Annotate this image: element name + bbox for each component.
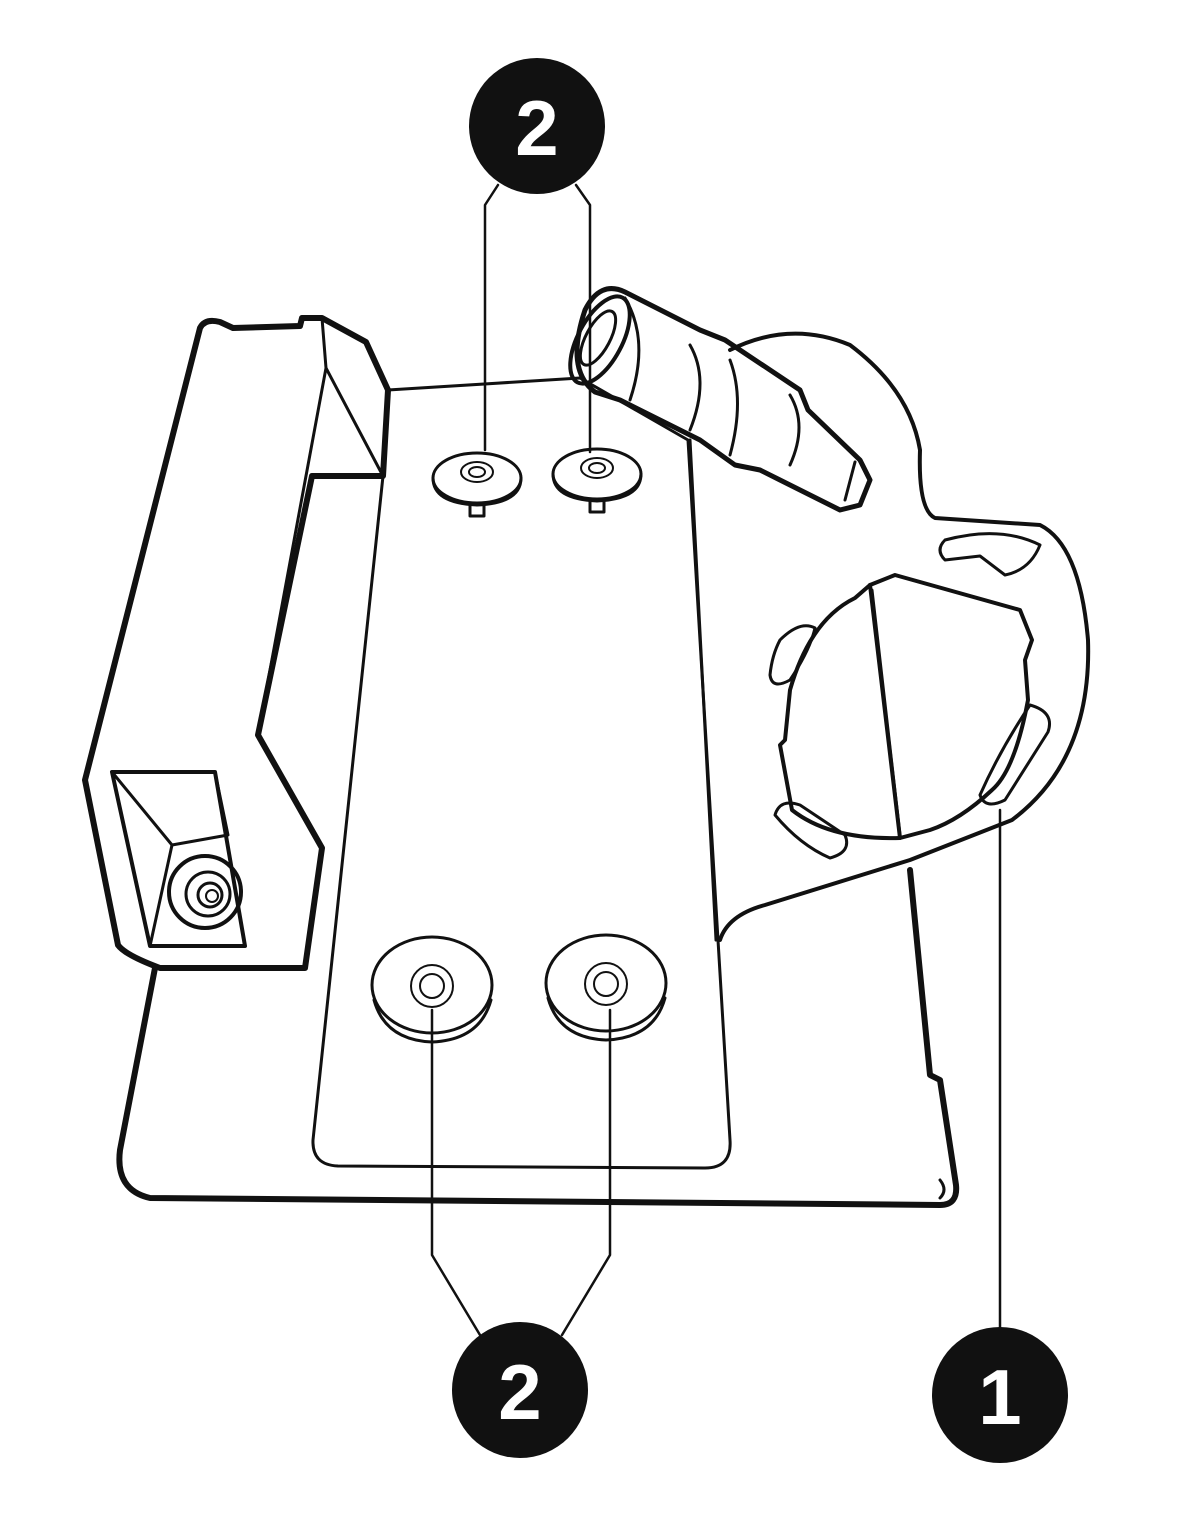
callout-badge-right: 1 [932, 1327, 1068, 1463]
svg-text:2: 2 [515, 84, 558, 172]
foot-top-right [551, 447, 643, 514]
bolt-head [167, 854, 243, 930]
left-rail [82, 315, 391, 971]
callout-badge-top: 2 [469, 58, 605, 194]
locking-pin [568, 286, 873, 513]
foot-top-left [431, 451, 523, 518]
base-plate [116, 867, 960, 1208]
svg-text:2: 2 [498, 1348, 541, 1436]
clamp-bracket [718, 331, 1091, 942]
callout-badge-bottom: 2 [452, 1322, 588, 1458]
svg-text:1: 1 [978, 1353, 1021, 1441]
center-plate [311, 376, 732, 1170]
foot-bottom-right [544, 933, 668, 1042]
leader-lines [430, 183, 1002, 1337]
